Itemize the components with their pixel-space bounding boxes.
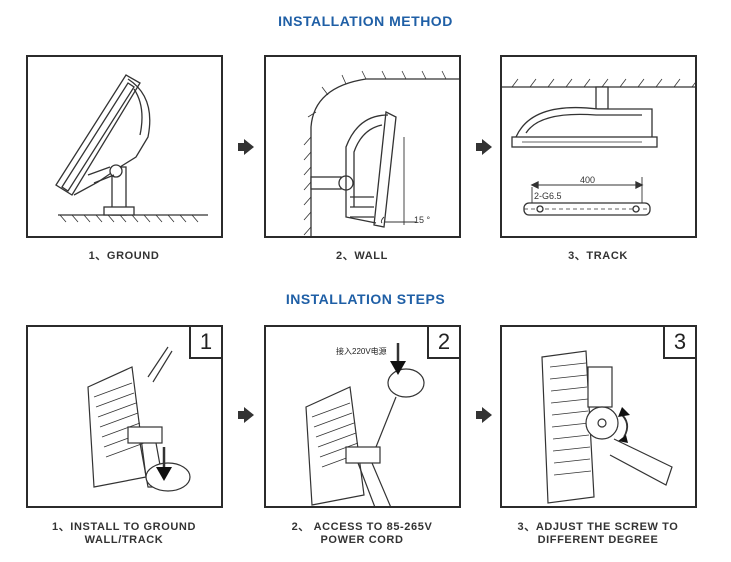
- step-3-illustration: [541, 350, 673, 504]
- wall-install-illustration: 15 °: [303, 70, 459, 236]
- installation-steps-title: INSTALLATION STEPS: [285, 291, 446, 307]
- arrow-right-icon: [238, 407, 254, 423]
- track-install-panel: 400 2-G6.5: [500, 55, 697, 238]
- installation-method-title: INSTALLATION METHOD: [278, 13, 453, 29]
- track-caption: 3、TRACK: [568, 250, 628, 262]
- step-2-caption-line-1: 2、 ACCESS TO 85-265V: [291, 521, 433, 533]
- ground-install-illustration: [55, 74, 208, 223]
- step-3-caption: 3、ADJUST THE SCREW TO DIFFERENT DEGREE: [478, 521, 718, 547]
- step-1-caption-line-1: 1、INSTALL TO GROUND: [51, 521, 197, 533]
- step-number-badge: 3: [663, 327, 695, 359]
- arrow-right-icon: [476, 407, 492, 423]
- step-3-caption-line-2: DIFFERENT DEGREE: [537, 534, 659, 546]
- step-1-illustration: [87, 346, 191, 492]
- step-2-illustration: 接入220V电源: [305, 343, 425, 506]
- step-3-caption-line-1: 3、ADJUST THE SCREW TO: [517, 521, 679, 533]
- ground-caption: 1、GROUND: [88, 250, 160, 262]
- step-2-panel: 接入220V电源 2: [264, 325, 461, 508]
- arrow-right-icon: [476, 139, 492, 155]
- track-install-illustration: 400 2-G6.5: [502, 78, 695, 216]
- wall-angle-label: 15 °: [414, 215, 431, 225]
- step-3-panel: 3: [500, 325, 697, 508]
- arrow-right-icon: [238, 139, 254, 155]
- step-number-badge: 2: [427, 327, 459, 359]
- step-1-caption: 1、INSTALL TO GROUND WALL/TRACK: [4, 521, 244, 547]
- track-dimension-label: 400: [580, 175, 595, 185]
- ground-install-panel: [26, 55, 223, 238]
- wall-caption: 2、WALL: [336, 250, 388, 262]
- step-2-caption-line-2: POWER CORD: [320, 534, 404, 546]
- step-1-panel: 1: [26, 325, 223, 508]
- step-number-badge: 1: [189, 327, 221, 359]
- track-lamp-label: 2-G6.5: [534, 191, 562, 201]
- step-1-caption-line-2: WALL/TRACK: [84, 534, 164, 546]
- step-2-caption: 2、 ACCESS TO 85-265V POWER CORD: [242, 521, 482, 547]
- wall-install-panel: 15 °: [264, 55, 461, 238]
- power-note-label: 接入220V电源: [336, 346, 387, 356]
